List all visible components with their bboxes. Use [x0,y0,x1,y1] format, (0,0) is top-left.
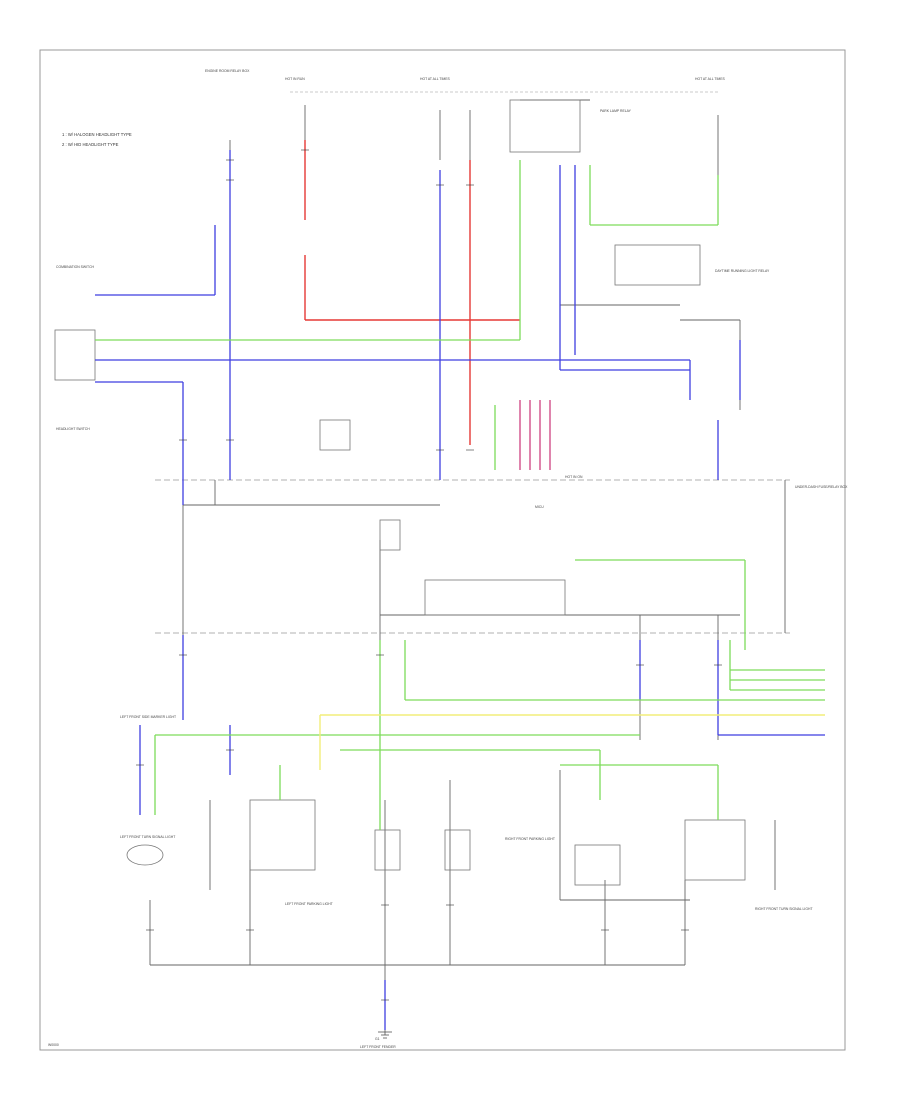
blue-wires [95,150,825,1030]
label-hot-in-on: HOT IN ON [565,475,583,479]
label-headlight-switch: HEADLIGHT SWITCH [56,427,90,431]
diagram-frame [39,49,846,1051]
label-left-front-turn: LEFT FRONT TURN SIGNAL LIGHT [120,835,175,839]
label-page-code: W0000 [48,1043,59,1047]
label-hot-at-all-times-1: HOT AT ALL TIMES [420,77,451,81]
label-under-dash-fuse: UNDER-DASH FUSE/RELAY BOX [795,485,848,489]
note-line-1: 1 : W/ HALOGEN HEADLIGHT TYPE [62,132,132,137]
green-wires [95,160,825,830]
label-engine-room-relay: ENGINE ROOM RELAY BOX [205,69,250,73]
yellow-wires [319,714,825,770]
label-right-front-parking: RIGHT FRONT PARKING LIGHT [505,837,555,841]
label-hot-in-run: HOT IN RUN [285,77,305,81]
note-line-2: 2 : W/ HID HEADLIGHT TYPE [62,142,119,147]
connector-ticks [136,149,722,1001]
ground-icon [378,1031,392,1039]
left-lamp-bulb [126,844,164,866]
label-park-lamp-relay: PARK LAMP RELAY [600,109,632,113]
label-ground: G1 [375,1037,380,1041]
label-combination-switch: COMBINATION SWITCH [56,265,95,269]
relay-boxes [54,99,746,886]
label-left-front-parking: LEFT FRONT PARKING LIGHT [285,902,333,906]
pink-wires [519,400,551,470]
label-right-front-turn: RIGHT FRONT TURN SIGNAL LIGHT [755,907,813,911]
label-left-front-side-marker: LEFT FRONT SIDE MARKER LIGHT [120,715,176,719]
label-hot-at-all-times-2: HOT AT ALL TIMES [695,77,726,81]
label-ground-location: LEFT FRONT FENDER [360,1045,396,1049]
label-daytime-running: DAYTIME RUNNING LIGHT RELAY [715,269,770,273]
label-micu: MICU [535,505,544,509]
black-wires [149,99,786,1035]
red-wires [304,140,520,445]
